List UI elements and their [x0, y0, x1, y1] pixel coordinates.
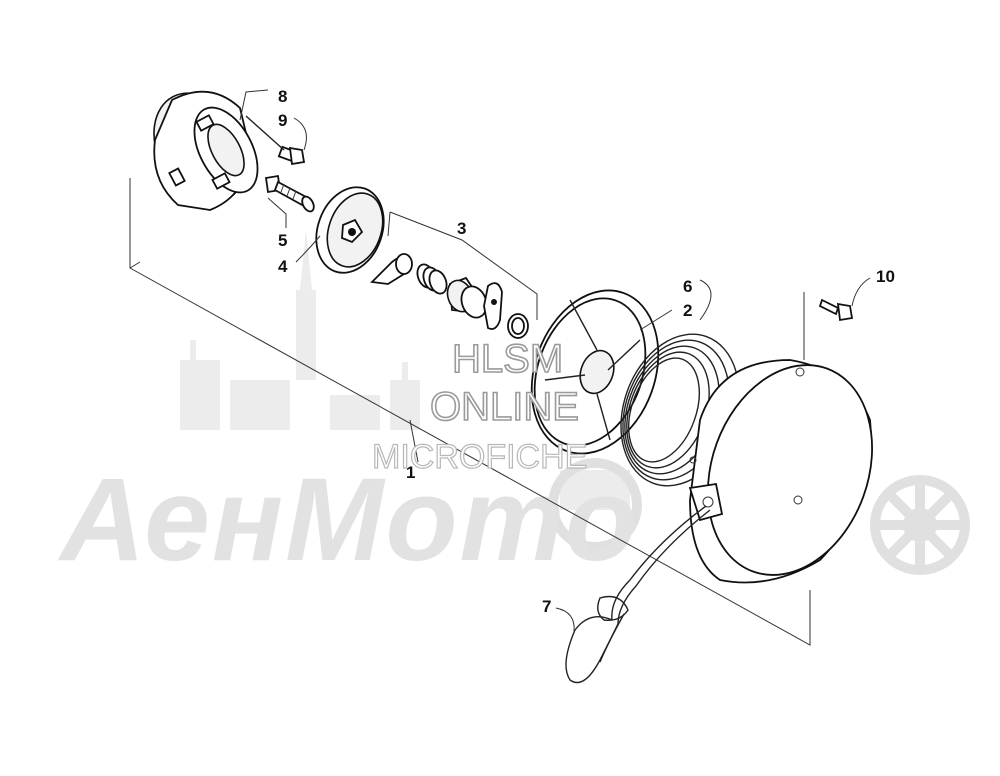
watermark-line1: HLSM	[452, 337, 563, 381]
friction-plate-4	[315, 186, 385, 274]
watermark-skyline	[180, 230, 630, 510]
starter-rope-7	[565, 505, 711, 684]
watermark-brand: АенМото	[57, 454, 639, 586]
callout-7: 7	[542, 597, 551, 616]
assembly-bracket	[129, 178, 811, 646]
callout-5: 5	[278, 231, 287, 250]
callout-2: 2	[683, 301, 692, 320]
bracket-3	[387, 211, 538, 320]
bolt-9	[245, 115, 306, 166]
callout-8: 8	[278, 87, 287, 106]
screw-5	[264, 174, 315, 213]
watermark-wheel	[548, 458, 970, 575]
callout-6: 6	[683, 277, 692, 296]
callout-9: 9	[278, 111, 287, 130]
callout-4: 4	[278, 257, 288, 276]
starter-housing	[688, 359, 873, 584]
callout-10: 10	[876, 267, 895, 286]
pawl-assembly-3	[370, 253, 529, 339]
screw-10	[803, 292, 854, 360]
starter-pulley-cup	[153, 90, 259, 211]
callout-3: 3	[457, 219, 466, 238]
watermark-line3: MICROFICHE	[372, 438, 587, 476]
recoil-reel-2	[530, 289, 660, 455]
leader-lines	[239, 89, 871, 633]
watermark-line2: ONLINE	[430, 385, 579, 429]
callout-1: 1	[406, 463, 415, 482]
